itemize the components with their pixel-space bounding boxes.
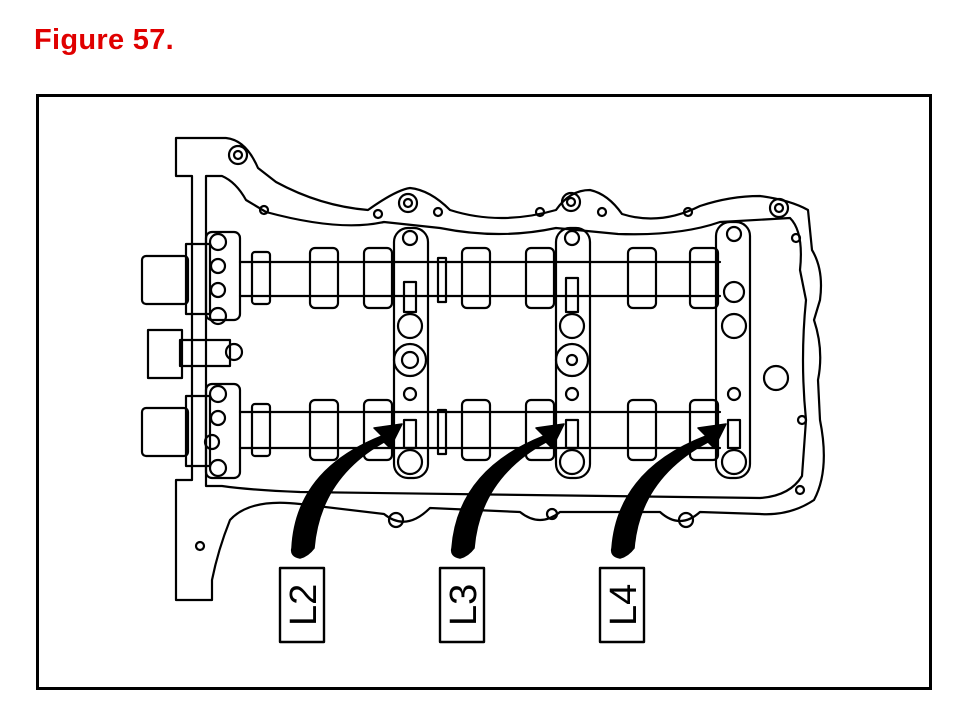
housing-inner-outline <box>204 174 808 500</box>
intake-cam-phaser <box>140 230 242 326</box>
label-box-l4 <box>598 566 646 644</box>
bearing-cap-l4 <box>714 220 752 480</box>
bearing-cap-l3 <box>554 226 592 480</box>
exhaust-cam-phaser <box>140 382 242 480</box>
label-l3: L3 <box>443 584 485 626</box>
housing-bolts <box>194 144 808 552</box>
label-box-l2 <box>278 566 326 644</box>
figure-title: Figure 57. <box>34 24 174 56</box>
housing-outline <box>174 136 825 602</box>
figure-frame <box>36 94 932 690</box>
arrow-l3 <box>450 423 565 559</box>
arrow-l2 <box>290 423 403 559</box>
label-box-l3 <box>438 566 486 644</box>
intake-camshaft <box>238 246 722 310</box>
label-l4: L4 <box>603 584 645 626</box>
label-l2: L2 <box>283 584 325 626</box>
arrow-l4 <box>610 423 727 559</box>
exhaust-camshaft <box>238 398 722 462</box>
sensor-block <box>146 328 244 380</box>
bearing-cap-l2 <box>392 226 430 480</box>
